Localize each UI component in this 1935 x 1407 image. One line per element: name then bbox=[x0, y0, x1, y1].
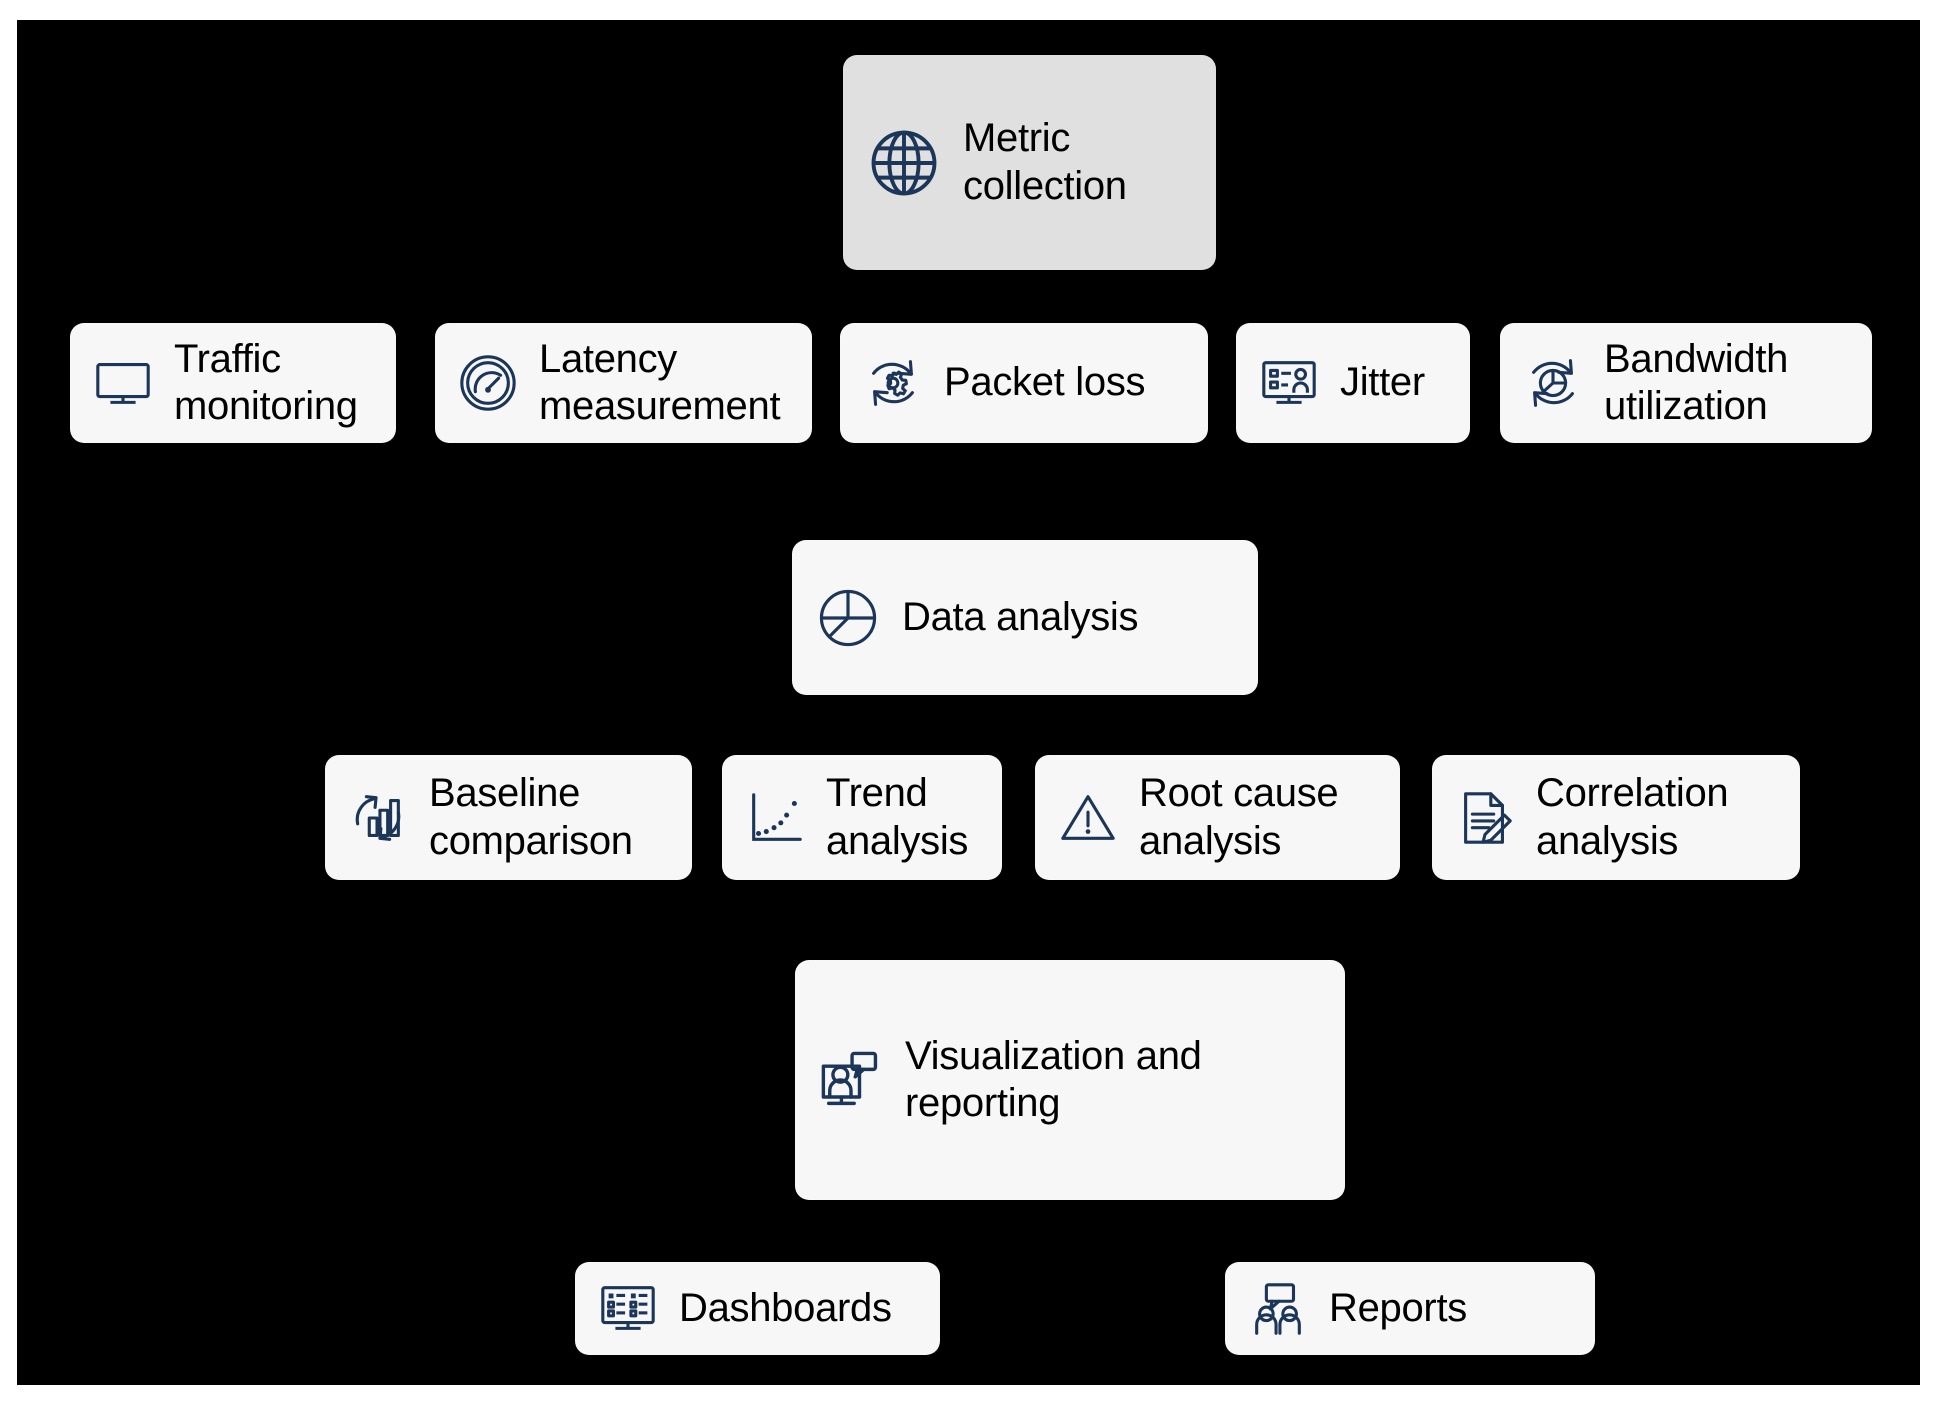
gear-refresh-icon bbox=[862, 352, 924, 414]
card-label: Dashboards bbox=[679, 1285, 892, 1330]
card-traffic-monitoring[interactable]: Traffic monitoring bbox=[70, 323, 396, 443]
card-label: Jitter bbox=[1340, 360, 1425, 405]
pie-chart-icon bbox=[814, 584, 882, 652]
card-label: Reports bbox=[1329, 1285, 1467, 1330]
card-baseline-comparison[interactable]: Baseline comparison bbox=[325, 755, 692, 880]
gauge-icon bbox=[457, 352, 519, 414]
monitor-person-chat-icon bbox=[817, 1046, 885, 1114]
card-label: Root cause analysis bbox=[1139, 771, 1339, 863]
card-reports[interactable]: Reports bbox=[1225, 1262, 1595, 1355]
card-label: Trend analysis bbox=[826, 771, 969, 863]
card-label: Baseline comparison bbox=[429, 771, 633, 863]
card-label: Data analysis bbox=[902, 594, 1139, 639]
globe-icon bbox=[865, 124, 943, 202]
card-latency-measurement[interactable]: Latency measurement bbox=[435, 323, 812, 443]
people-chat-icon bbox=[1247, 1278, 1309, 1340]
card-label: Metric collection bbox=[963, 116, 1127, 208]
card-bandwidth-utilization[interactable]: Bandwidth utilization bbox=[1500, 323, 1872, 443]
card-label: Traffic monitoring bbox=[174, 336, 358, 428]
card-packet-loss[interactable]: Packet loss bbox=[840, 323, 1208, 443]
presentation-person-icon bbox=[1258, 352, 1320, 414]
card-label: Correlation analysis bbox=[1536, 771, 1729, 863]
card-dashboards[interactable]: Dashboards bbox=[575, 1262, 940, 1355]
pie-refresh-icon bbox=[1522, 352, 1584, 414]
card-data-analysis[interactable]: Data analysis bbox=[792, 540, 1258, 695]
card-jitter[interactable]: Jitter bbox=[1236, 323, 1470, 443]
card-metric-collection[interactable]: Metric collection bbox=[843, 55, 1216, 270]
scatter-plot-icon bbox=[744, 787, 806, 849]
card-label: Packet loss bbox=[944, 360, 1146, 405]
card-label: Latency measurement bbox=[539, 336, 781, 428]
bar-chart-arrows-icon bbox=[347, 787, 409, 849]
card-root-cause-analysis[interactable]: Root cause analysis bbox=[1035, 755, 1400, 880]
card-label: Bandwidth utilization bbox=[1604, 336, 1789, 428]
card-trend-analysis[interactable]: Trend analysis bbox=[722, 755, 1002, 880]
card-label: Visualization and reporting bbox=[905, 1033, 1202, 1125]
card-correlation-analysis[interactable]: Correlation analysis bbox=[1432, 755, 1800, 880]
document-pencil-icon bbox=[1454, 787, 1516, 849]
warning-triangle-icon bbox=[1057, 787, 1119, 849]
card-visualization-reporting[interactable]: Visualization and reporting bbox=[795, 960, 1345, 1200]
dashboard-monitor-icon bbox=[597, 1278, 659, 1340]
diagram-canvas: Metric collection Traffic monitoring Lat… bbox=[17, 20, 1920, 1385]
monitor-icon bbox=[92, 352, 154, 414]
